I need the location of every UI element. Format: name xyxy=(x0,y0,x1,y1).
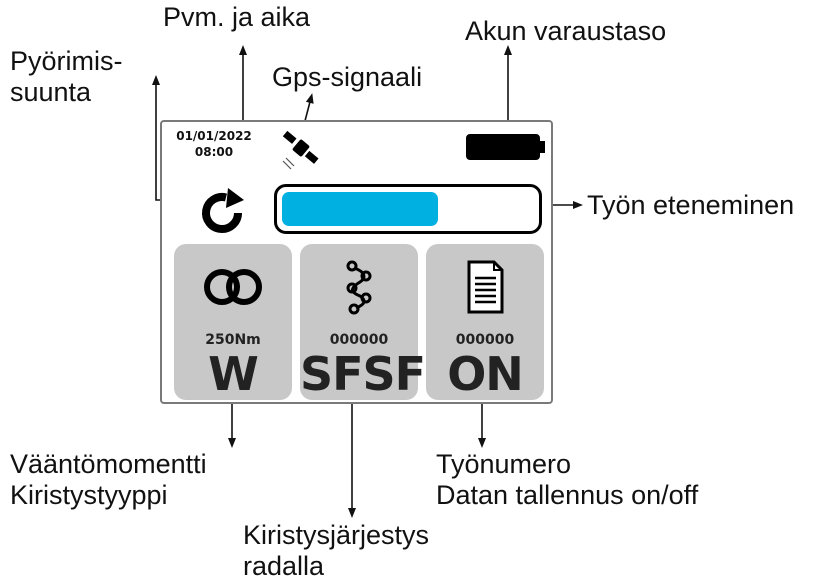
job-number-line-2: Datan tallennus on/off xyxy=(436,480,699,510)
work-progress-fill xyxy=(282,192,438,226)
time-text: 08:00 xyxy=(194,145,234,159)
sequence-line-1: Kiristysjärjestys xyxy=(243,520,430,550)
sequence-label-text: SFSF xyxy=(300,347,426,401)
battery-icon xyxy=(466,134,540,160)
battery-tip xyxy=(539,141,545,153)
sequence-nodes-icon xyxy=(346,260,372,315)
job-number-label: Työnumero Datan tallennus on/off xyxy=(436,449,698,511)
sequence-line-2: radalla xyxy=(243,551,325,581)
sequence-value: 000000 xyxy=(329,332,389,348)
tightening-type: W xyxy=(208,347,259,401)
satellite-icon xyxy=(282,130,319,170)
job-number-tile[interactable]: 000000 ON xyxy=(426,244,544,400)
datetime-label: Pvm. ja aika xyxy=(163,2,311,32)
battery-level-label: Akun varaustaso xyxy=(465,16,667,46)
document-icon xyxy=(467,260,504,314)
date-time-display: 01/01/2022 08:00 xyxy=(174,128,254,160)
torque-label: Vääntömomentti Kiristystyyppi xyxy=(10,449,207,511)
chain-link-icon xyxy=(204,269,262,305)
work-progress-bar xyxy=(274,184,542,234)
rotation-direction-label: Pyörimis- suunta xyxy=(10,46,123,108)
data-recording-status: ON xyxy=(447,347,524,401)
sequence-tile[interactable]: 000000 SFSF xyxy=(300,244,426,401)
gps-signal-label: Gps-signaali xyxy=(272,62,423,92)
job-number-value: 000000 xyxy=(455,332,515,348)
torque-tile[interactable]: 250Nm W xyxy=(174,244,292,400)
sequence-label: Kiristysjärjestys radalla xyxy=(243,520,429,582)
work-progress-label: Työn eteneminen xyxy=(587,190,795,220)
torque-line-1: Vääntömomentti xyxy=(10,449,207,479)
rotate-clockwise-icon xyxy=(202,188,244,233)
date-text: 01/01/2022 xyxy=(176,129,252,143)
rotation-direction-line-1: Pyörimis- xyxy=(10,46,123,76)
device-screen: 01/01/2022 08:00 250Nm W xyxy=(160,120,553,404)
torque-value: 250Nm xyxy=(205,332,261,348)
torque-line-2: Kiristystyyppi xyxy=(10,480,168,510)
job-number-line-1: Työnumero xyxy=(436,449,572,479)
rotation-direction-line-2: suunta xyxy=(10,77,92,107)
